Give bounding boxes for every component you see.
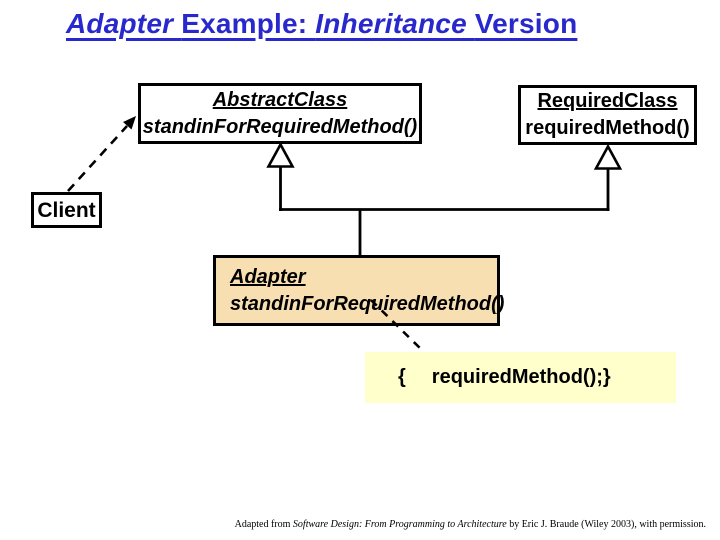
- attribution-caption: Adapted from Software Design: From Progr…: [235, 519, 706, 530]
- code-note: { requiredMethod();}: [365, 352, 676, 403]
- adapter-class-name: Adapter: [230, 265, 306, 288]
- required-class-box: RequiredClass requiredMethod(): [518, 85, 697, 145]
- title-word-version: Version: [474, 8, 578, 39]
- code-note-text: requiredMethod();}: [431, 366, 611, 388]
- abstract-class-method: standinForRequiredMethod(): [142, 115, 418, 138]
- abstract-class-box: AbstractClass standinForRequiredMethod(): [138, 83, 422, 144]
- generalization-triangle-right-icon: [593, 143, 623, 170]
- attribution-book-title: Software Design: From Programming to Arc…: [292, 519, 507, 530]
- adapter-class-method: standinForRequiredMethod(): [230, 292, 505, 315]
- generalization-triangle-left-icon: [266, 141, 295, 168]
- title-word-inheritance: Inheritance: [315, 8, 475, 39]
- code-note-brace: {: [398, 366, 406, 388]
- client-box: Client: [31, 192, 102, 228]
- title-word-example: Example:: [181, 8, 316, 39]
- adapter-class-box: Adapter standinForRequiredMethod(): [213, 255, 504, 326]
- client-dependency-arrowhead-icon: [123, 116, 136, 130]
- required-class-method: requiredMethod(): [525, 117, 690, 139]
- attribution-prefix: Adapted from: [234, 519, 293, 530]
- abstract-class-name: AbstractClass: [212, 88, 348, 111]
- client-label: Client: [37, 198, 96, 222]
- attribution-suffix: by Eric J. Braude (Wiley 2003), with per…: [506, 519, 706, 530]
- slide-title: Adapter Example: Inheritance Version: [66, 8, 577, 40]
- title-word-adapter: Adapter: [66, 8, 182, 39]
- client-dependency-dashed-line: [67, 125, 128, 192]
- required-class-name: RequiredClass: [537, 90, 678, 112]
